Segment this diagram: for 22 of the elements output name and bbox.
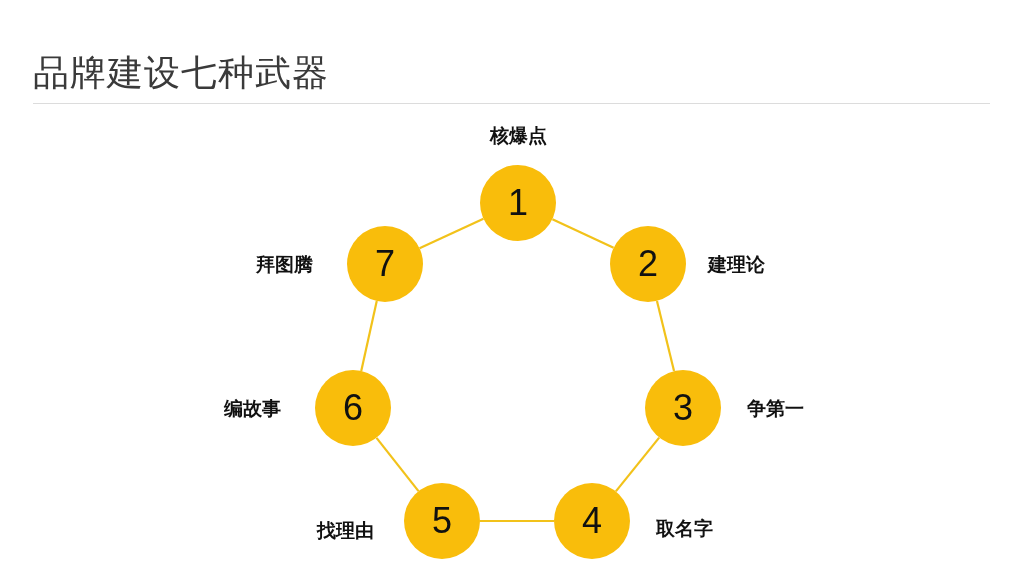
step-number: 3	[672, 386, 694, 430]
step-label: 编故事	[224, 396, 281, 420]
step-label: 争第一	[747, 396, 804, 420]
connector-line	[419, 217, 484, 250]
step-number: 7	[374, 242, 396, 286]
step-label: 核爆点	[489, 123, 547, 147]
step-label: 拜图腾	[256, 252, 313, 276]
connector-line	[375, 437, 420, 492]
step-number: 5	[431, 499, 453, 543]
connector-line	[551, 218, 615, 249]
step-label: 建理论	[708, 252, 765, 276]
step-number: 6	[342, 386, 364, 430]
step-number: 1	[507, 181, 529, 225]
connector-line	[480, 519, 554, 523]
connector-line	[655, 300, 676, 372]
connector-line	[614, 436, 661, 493]
title: 品牌建设七种武器	[33, 51, 329, 95]
step-label: 找理由	[317, 518, 374, 542]
step-label: 取名字	[656, 516, 713, 540]
step-number: 2	[637, 242, 659, 286]
step-number: 4	[581, 499, 603, 543]
connector-line	[360, 300, 378, 372]
